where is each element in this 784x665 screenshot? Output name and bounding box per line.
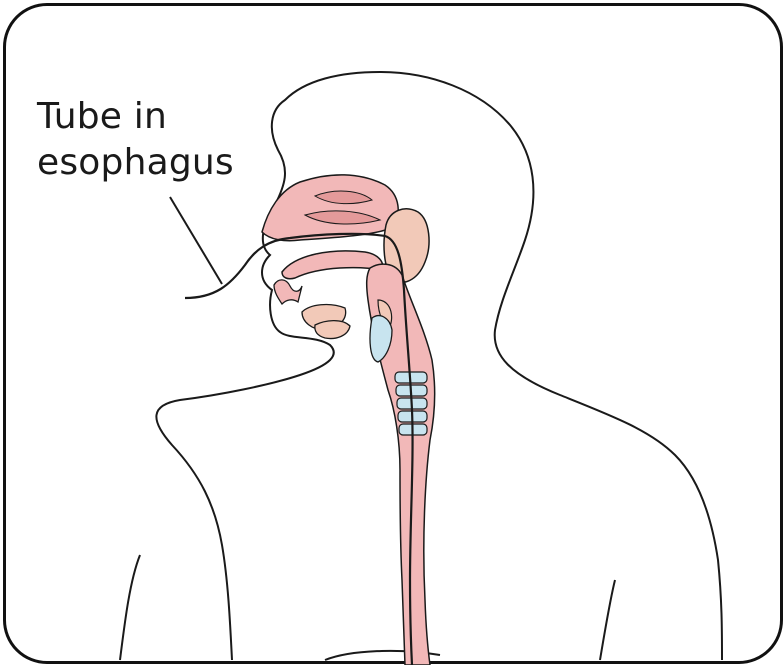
left-arm-line — [120, 555, 140, 660]
label-leader-line — [170, 197, 222, 284]
right-arm-line — [600, 580, 615, 660]
upper-teeth — [274, 280, 302, 304]
tube-label-line-1: Tube in — [37, 94, 234, 140]
lower-jaw-tissue — [315, 321, 350, 339]
tube-label: Tube in esophagus — [37, 94, 234, 186]
head-and-shoulders-outline — [156, 72, 722, 660]
tube-label-line-2: esophagus — [37, 140, 234, 186]
